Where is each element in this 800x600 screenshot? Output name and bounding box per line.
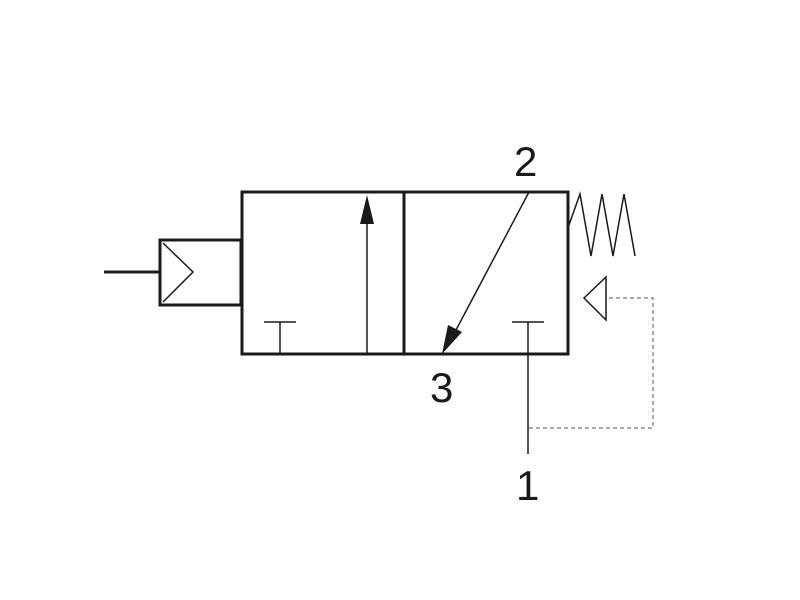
pilot-line	[529, 297, 654, 429]
pilot-triangle	[582, 275, 607, 322]
left-flow-arrowhead	[360, 195, 374, 224]
right-flow-arrowhead	[442, 325, 462, 354]
solenoid-box	[158, 238, 243, 307]
port-label-2: 2	[514, 138, 537, 185]
spring-symbol	[568, 191, 636, 257]
port-label-1: 1	[516, 462, 539, 509]
solenoid-chevron	[162, 242, 195, 303]
right-flow-line	[455, 191, 530, 331]
port-label-3: 3	[430, 364, 453, 411]
